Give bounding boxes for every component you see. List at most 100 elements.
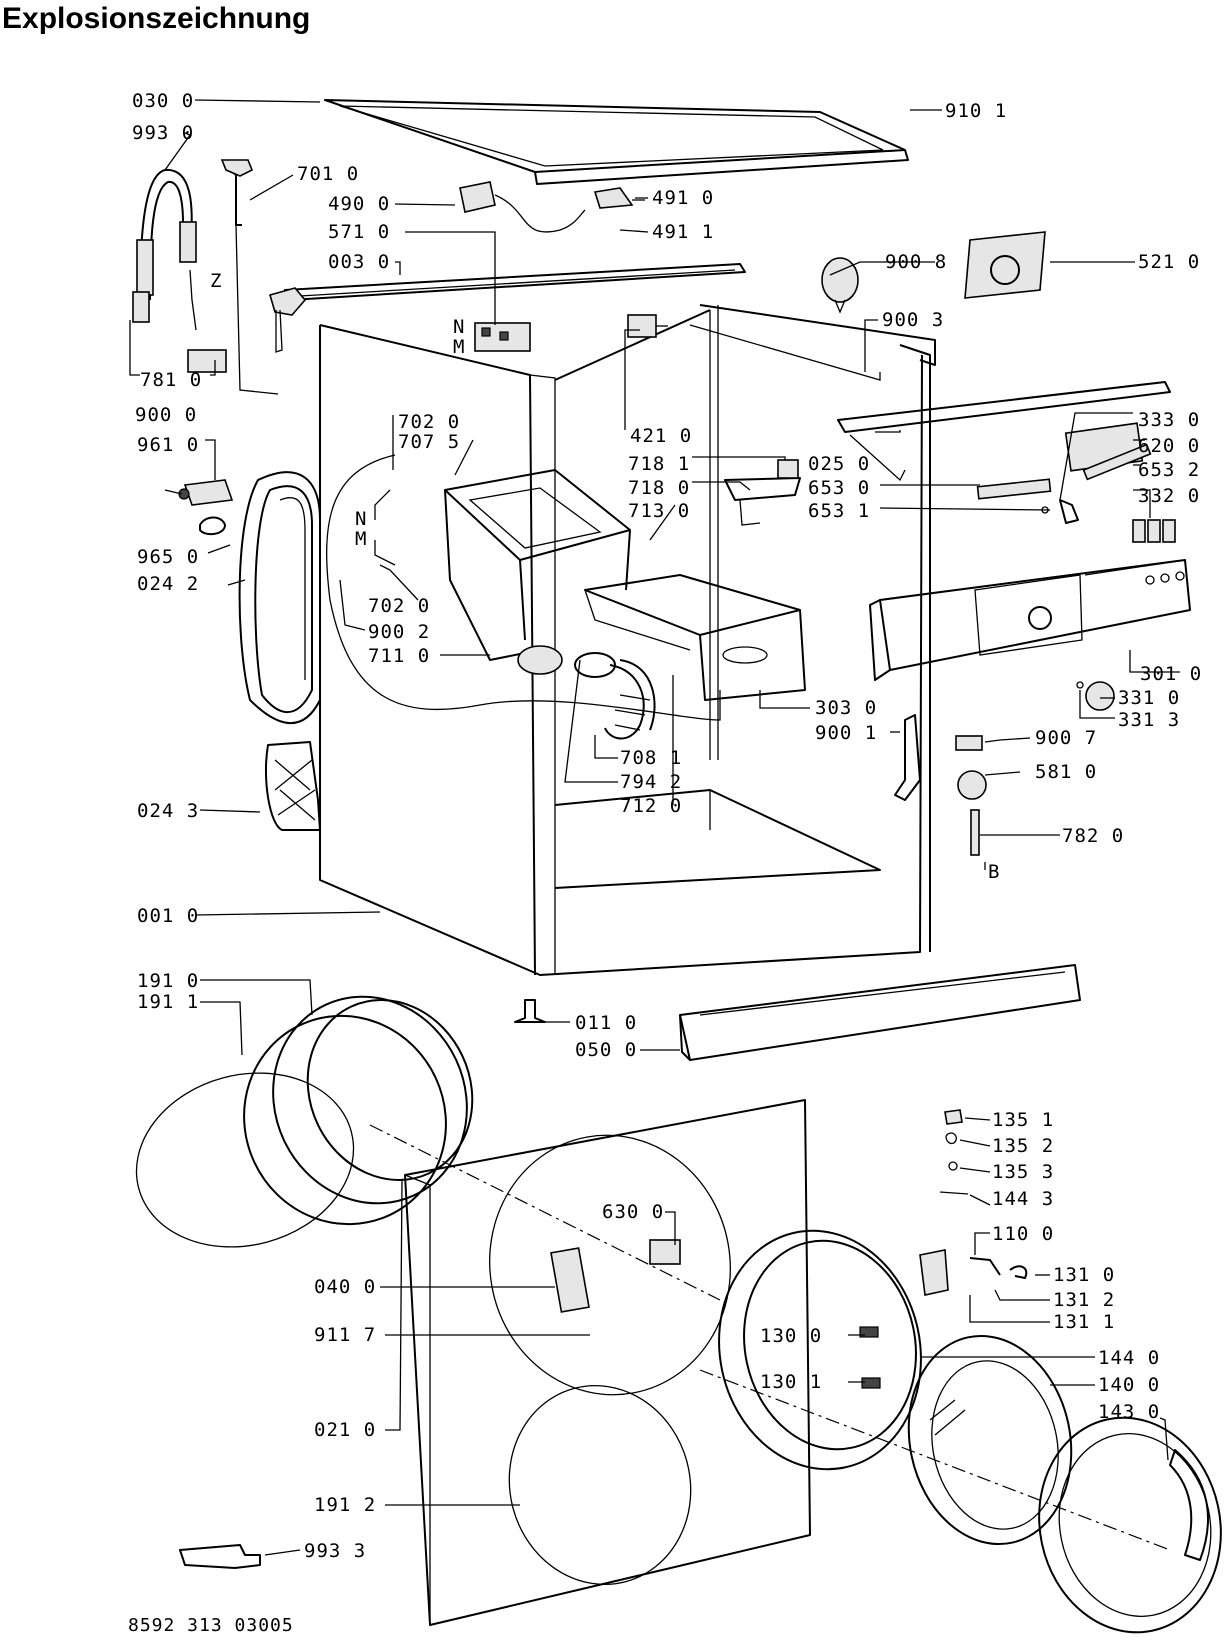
door-frame-part [718, 1229, 922, 1471]
foot-part [514, 999, 546, 1023]
part-label: 303 0 [815, 697, 877, 719]
part-label: 794 2 [620, 771, 682, 793]
part-label: 900 2 [368, 621, 430, 643]
part-label: 900 3 [882, 309, 944, 331]
document-number: 8592 313 03005 [128, 1615, 294, 1636]
switch-part [976, 443, 1152, 524]
part-label: 011 0 [575, 1012, 637, 1034]
part-label: 993 0 [132, 122, 194, 144]
part-label: 131 1 [1053, 1311, 1115, 1333]
noise-filter-part [627, 314, 668, 338]
part-label: 024 3 [137, 800, 199, 822]
part-label: 653 2 [1138, 459, 1200, 481]
part-label: 712 0 [620, 795, 682, 817]
valve-bracket-part [187, 349, 227, 373]
part-label: 110 0 [992, 1223, 1054, 1245]
part-label: 191 2 [314, 1494, 376, 1516]
siphon-part [724, 459, 801, 526]
part-label: 653 0 [808, 477, 870, 499]
part-label: 001 0 [137, 905, 199, 927]
part-label: 707 5 [398, 431, 460, 453]
part-label: 782 0 [1062, 825, 1124, 847]
clip-part [199, 516, 226, 536]
rod-part [970, 809, 980, 856]
service-flap-part [265, 741, 321, 831]
handle-part [919, 1249, 1028, 1296]
part-label: 910 1 [945, 100, 1007, 122]
part-label: 571 0 [328, 221, 390, 243]
part-label: 491 0 [652, 187, 714, 209]
part-label: 143 0 [1098, 1401, 1160, 1423]
part-labels: 030 0 993 0 701 0 490 0 491 0 491 1 571 … [132, 90, 1202, 1562]
part-label: B [988, 861, 1000, 883]
rail-part [689, 304, 936, 381]
lamp-part [821, 257, 859, 314]
part-label: 135 1 [992, 1109, 1054, 1131]
part-label: 331 3 [1118, 709, 1180, 731]
inlet-valve-part [474, 322, 531, 352]
part-label: 333 0 [1138, 409, 1200, 431]
part-label: M [453, 336, 465, 358]
gasket-part [238, 471, 321, 724]
dispenser-hose-part [574, 652, 656, 740]
control-panel-part [869, 559, 1191, 681]
filter-part [164, 479, 234, 506]
part-label: 718 1 [628, 453, 690, 475]
part-label: 191 1 [137, 991, 199, 1013]
button-set-part [1132, 519, 1176, 543]
door-axis-line [699, 1369, 1171, 1551]
part-label: 702 0 [398, 411, 460, 433]
dispenser-housing-part [444, 469, 631, 675]
part-label: 993 3 [304, 1540, 366, 1562]
part-label: 140 0 [1098, 1374, 1160, 1396]
part-label: 781 0 [140, 369, 202, 391]
part-label: 003 0 [328, 251, 390, 273]
part-label: 030 0 [132, 90, 194, 112]
leader-lines [129, 99, 1180, 1556]
locking-tool-part [179, 1544, 261, 1569]
knob-part [1076, 681, 1115, 711]
part-label: 900 1 [815, 722, 877, 744]
pump-connector-part [269, 287, 307, 353]
part-label: 653 1 [808, 500, 870, 522]
part-label: 702 0 [368, 595, 430, 617]
part-label: M [355, 528, 367, 550]
drain-hose-part [220, 159, 279, 395]
part-label: 025 0 [808, 453, 870, 475]
part-label: 718 0 [628, 477, 690, 499]
top-lid-part [324, 99, 909, 185]
diagram-title: Explosionszeichnung [2, 2, 311, 35]
door-lock-bracket-part [894, 714, 921, 801]
part-label: 630 0 [602, 1201, 664, 1223]
part-label: 900 8 [885, 251, 947, 273]
drawer-part [584, 574, 806, 701]
part-label: 701 0 [297, 163, 359, 185]
part-label: 711 0 [368, 645, 430, 667]
panel-strip-part [837, 381, 1171, 482]
part-label: 490 0 [328, 193, 390, 215]
part-label: 965 0 [137, 546, 199, 568]
part-label: 131 0 [1053, 1264, 1115, 1286]
front-panel-part [369, 1099, 811, 1626]
part-label: 421 0 [630, 425, 692, 447]
part-label: 040 0 [314, 1276, 376, 1298]
part-label: 581 0 [1035, 761, 1097, 783]
part-label: 521 0 [1138, 251, 1200, 273]
part-label: 301 0 [1140, 663, 1202, 685]
part-label: 144 3 [992, 1188, 1054, 1210]
door-ring-part [1038, 1416, 1222, 1634]
programmer-part [964, 231, 1046, 299]
part-label: 713 0 [628, 500, 690, 522]
part-label: 491 1 [652, 221, 714, 243]
part-label: 331 0 [1118, 687, 1180, 709]
part-label: 021 0 [314, 1419, 376, 1441]
tub-seal-part [135, 995, 474, 1248]
part-label: 961 0 [137, 434, 199, 456]
part-label: 900 0 [135, 404, 197, 426]
pressure-switch-part [955, 735, 987, 800]
small-screws-part [939, 1109, 969, 1195]
part-label: 050 0 [575, 1039, 637, 1061]
part-label: 191 0 [137, 970, 199, 992]
part-label: 332 0 [1138, 485, 1200, 507]
part-label: 900 7 [1035, 727, 1097, 749]
